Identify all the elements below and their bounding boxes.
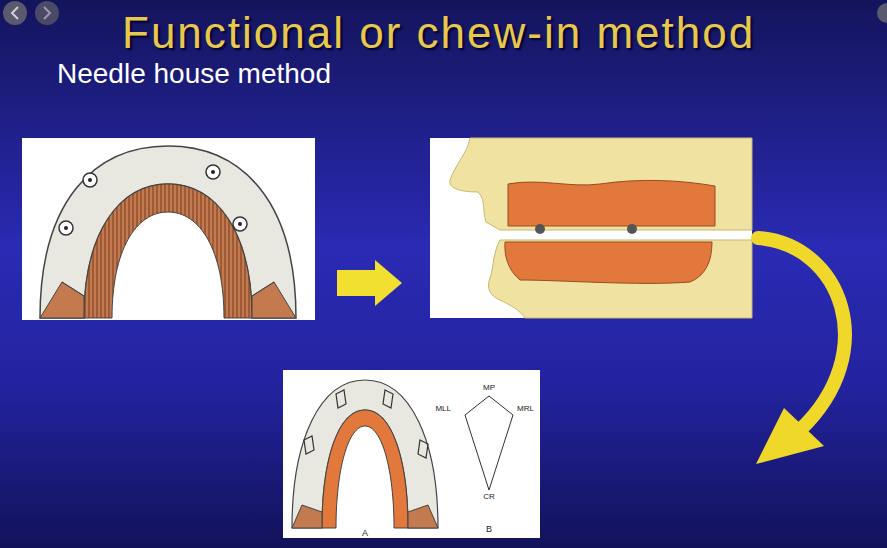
upper-rim-panel: [22, 138, 315, 320]
side-view-panel: [430, 138, 752, 318]
vertex-label: CR: [483, 493, 495, 501]
vertex-label: MRL: [517, 405, 534, 413]
curved-arrow: [756, 238, 845, 464]
block-arrow: [337, 260, 402, 306]
subtitle: Needle house method: [57, 58, 331, 90]
vertex-label: MLL: [435, 405, 451, 413]
slide-title: Functional or chew-in method: [122, 8, 755, 58]
figure-letter: B: [486, 525, 492, 534]
figure-letter: A: [362, 529, 368, 538]
vertex-label: MP: [483, 384, 495, 392]
tracing-panel: [283, 370, 540, 538]
